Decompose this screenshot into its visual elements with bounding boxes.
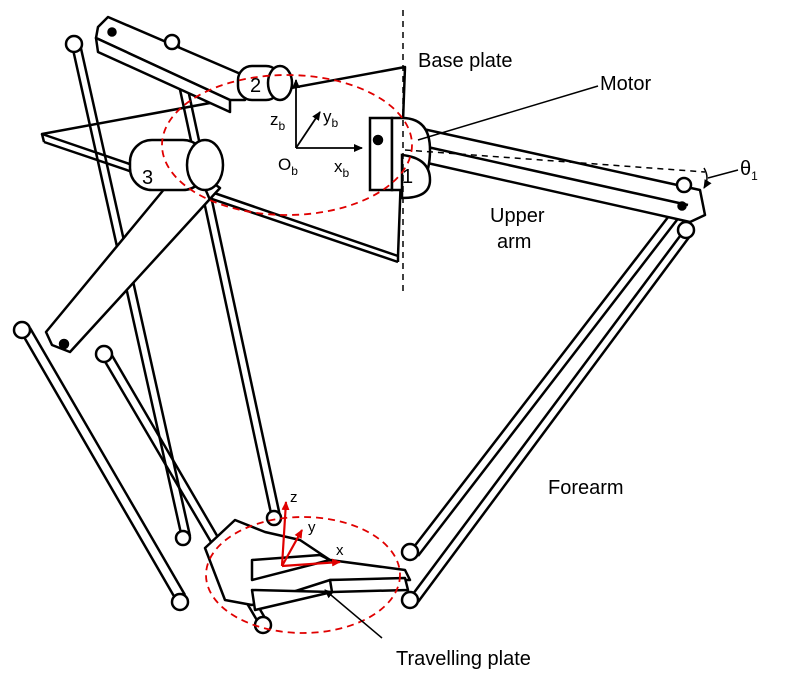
travelling-plate xyxy=(203,518,412,612)
base-frame-ellipse xyxy=(161,74,413,216)
motor-2-number: 2 xyxy=(250,75,261,97)
upper-arm-1 xyxy=(403,123,707,224)
tool-y-label: y xyxy=(308,519,316,536)
base-x-label: xb xyxy=(334,157,350,180)
motor-label: Motor xyxy=(600,73,651,95)
base-plate-label: Base plate xyxy=(418,50,513,72)
upper-arm-3 xyxy=(44,168,222,354)
base-y-label: yb xyxy=(323,107,339,130)
motor-axis-line xyxy=(402,10,706,295)
motor-1-number: 1 xyxy=(402,166,413,188)
theta-arc xyxy=(703,167,712,189)
upper-arm-label-line1: Upper xyxy=(490,205,545,227)
joint-balls xyxy=(12,33,696,635)
travelling-plate-label: Travelling plate xyxy=(396,648,531,670)
upper-arm-label-line2: arm xyxy=(497,231,531,253)
motor-3-number: 3 xyxy=(142,167,153,189)
leader-lines xyxy=(324,85,739,639)
theta-label: θ1 xyxy=(740,158,758,183)
motor-2 xyxy=(236,64,294,102)
tool-z-label: z xyxy=(290,489,298,506)
forearms xyxy=(18,42,692,623)
upper-arm-2 xyxy=(94,15,252,114)
base-frame-axes xyxy=(292,79,363,152)
tool-x-label: x xyxy=(336,542,344,559)
forearm-label: Forearm xyxy=(548,477,624,499)
tool-frame-axes xyxy=(280,501,341,568)
base-z-label: zb xyxy=(270,110,286,133)
motor-1 xyxy=(368,116,432,200)
base-origin-label: Ob xyxy=(278,155,298,178)
tool-frame-ellipse xyxy=(205,516,401,634)
